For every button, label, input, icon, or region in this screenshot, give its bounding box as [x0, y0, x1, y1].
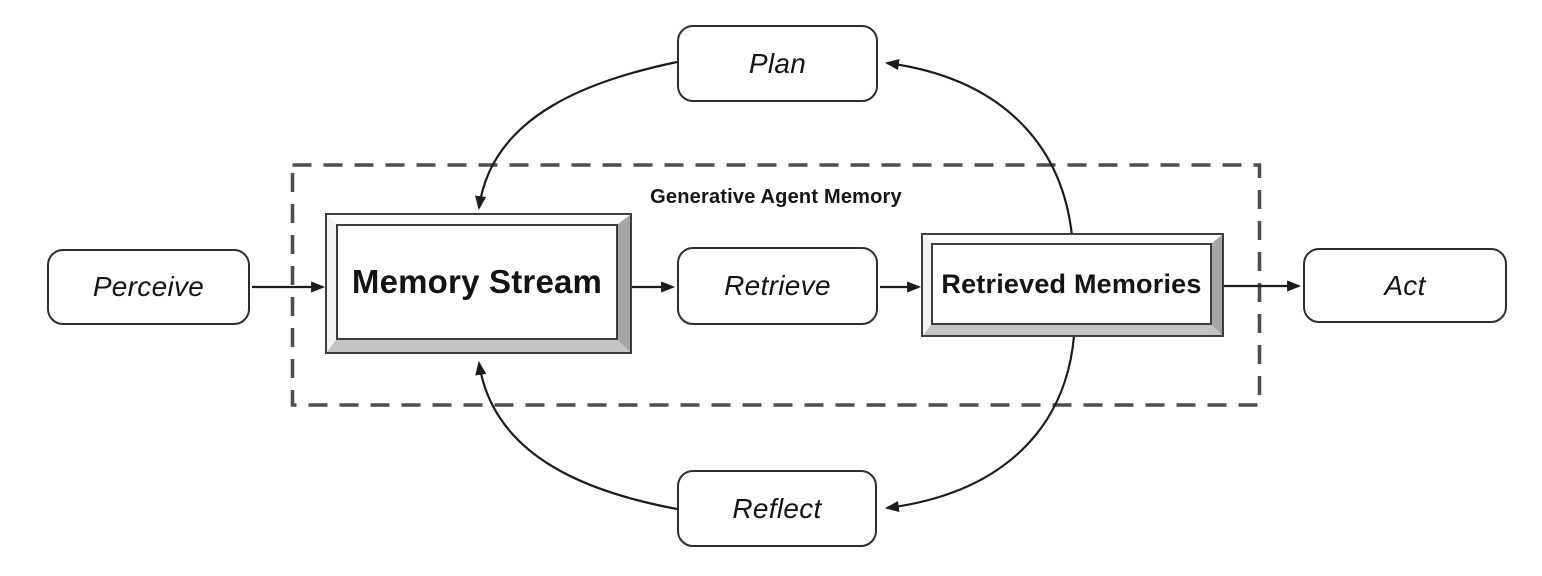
edge-retrieved-memories-to-plan [884, 59, 1074, 237]
edge-reflect-to-memory-stream [475, 360, 678, 511]
node-plan: Plan [677, 25, 878, 102]
group-label-generative-agent-memory: Generative Agent Memory [650, 186, 902, 208]
edge-retrieved-memories-to-reflect [884, 335, 1076, 513]
node-reflect: Reflect [677, 470, 877, 547]
node-memory-stream-inner: Memory Stream [336, 224, 618, 340]
node-memory-stream-label: Memory Stream [351, 263, 603, 300]
node-retrieved-memories-label: Retrieved Memories [941, 268, 1202, 299]
node-act: Act [1303, 248, 1507, 323]
node-perceive: Perceive [47, 249, 250, 325]
node-memory-stream: Memory Stream [325, 213, 632, 354]
node-retrieve-label: Retrieve [724, 270, 831, 301]
node-retrieve: Retrieve [677, 247, 878, 325]
node-retrieved-memories: Retrieved Memories [921, 233, 1224, 337]
node-reflect-label: Reflect [732, 492, 822, 524]
edge-plan-to-memory-stream [475, 60, 678, 211]
node-plan-label: Plan [748, 47, 807, 79]
node-act-label: Act [1384, 269, 1426, 301]
node-perceive-label: Perceive [92, 271, 205, 302]
node-retrieved-memories-inner: Retrieved Memories [931, 243, 1212, 325]
